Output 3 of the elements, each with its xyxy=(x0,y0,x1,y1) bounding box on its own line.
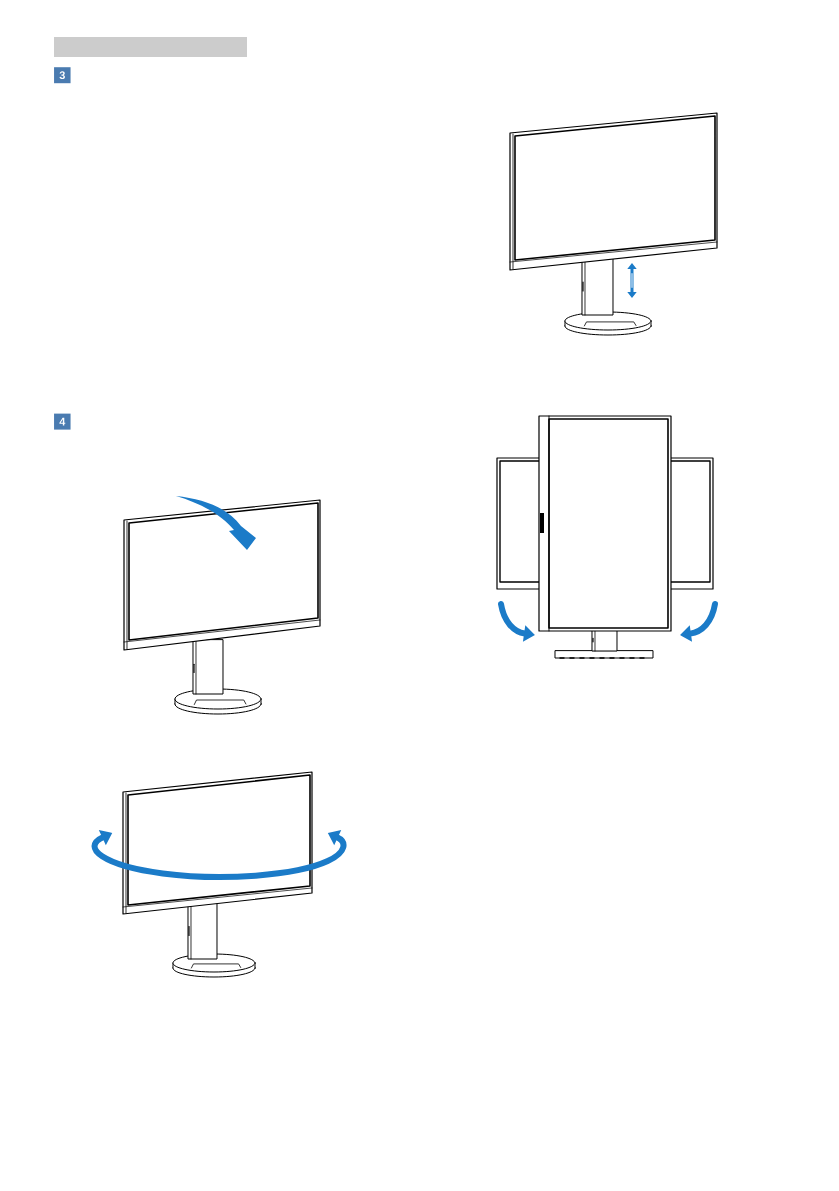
step-number: 4 xyxy=(54,413,71,430)
step-number: 3 xyxy=(54,67,71,84)
heading-bar xyxy=(54,37,247,57)
